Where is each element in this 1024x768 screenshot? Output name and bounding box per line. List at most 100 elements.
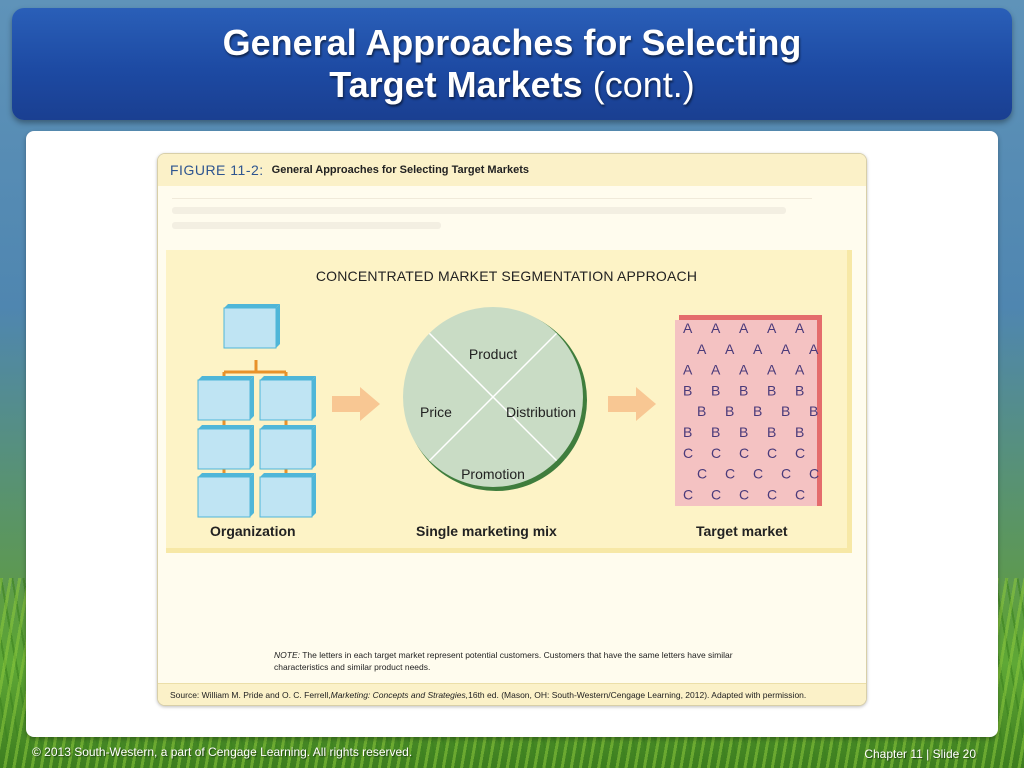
- target-letter: C: [739, 486, 749, 502]
- target-letter: A: [683, 362, 693, 378]
- org-box-side: [250, 376, 254, 420]
- target-letter: A: [711, 362, 721, 378]
- mix-product-label: Product: [469, 346, 517, 362]
- footer-separator: |: [926, 747, 930, 761]
- org-box: [197, 379, 251, 421]
- faded-line: [172, 207, 787, 214]
- target-letter: C: [739, 445, 749, 461]
- target-letter: C: [711, 445, 721, 461]
- org-box: [259, 379, 313, 421]
- org-box-top: [260, 376, 316, 380]
- target-market-label: Target market: [696, 523, 788, 539]
- org-box-side: [250, 473, 254, 517]
- footer-slide-number: Slide 20: [932, 747, 976, 761]
- target-letter: C: [767, 445, 777, 461]
- note-label: NOTE:: [274, 650, 300, 660]
- org-box-top: [224, 304, 280, 308]
- org-box-side: [250, 425, 254, 469]
- target-letter: C: [711, 486, 721, 502]
- target-letter: C: [683, 486, 693, 502]
- title-bar: General Approaches for Selecting Target …: [12, 8, 1012, 120]
- organization-label: Organization: [210, 523, 296, 539]
- target-letter: B: [753, 403, 762, 419]
- target-letter: B: [767, 424, 776, 440]
- circle-divider-2: [428, 332, 558, 462]
- org-box-side: [312, 473, 316, 517]
- target-letter: C: [753, 466, 763, 482]
- target-letter: B: [781, 403, 790, 419]
- figure-source: Source: William M. Pride and O. C. Ferre…: [158, 683, 866, 705]
- target-letter: B: [739, 382, 748, 398]
- org-box: [197, 476, 251, 518]
- panel-title: CONCENTRATED MARKET SEGMENTATION APPROAC…: [315, 268, 698, 284]
- target-letter: A: [795, 362, 805, 378]
- target-letter: A: [739, 320, 749, 336]
- source-suffix: 16th ed. (Mason, OH: South-Western/Cenga…: [468, 689, 807, 700]
- target-letter: A: [767, 362, 777, 378]
- target-letter: B: [739, 424, 748, 440]
- target-letter: C: [767, 486, 777, 502]
- figure-header: FIGURE 11-2: General Approaches for Sele…: [158, 154, 866, 186]
- target-letter: C: [781, 466, 791, 482]
- target-letter: A: [767, 320, 777, 336]
- target-letter: A: [739, 362, 749, 378]
- mix-promotion-label: Promotion: [461, 466, 525, 482]
- target-letter: A: [795, 320, 805, 336]
- figure-note: NOTE: The letters in each target market …: [274, 649, 744, 673]
- source-prefix: Source: William M. Pride and O. C. Ferre…: [170, 689, 331, 700]
- target-letter: A: [683, 320, 693, 336]
- target-letter: A: [725, 341, 735, 357]
- arrow-to-mix-icon: [332, 387, 380, 421]
- target-letter: B: [711, 382, 720, 398]
- org-chart: [197, 304, 316, 518]
- target-letter: B: [809, 403, 818, 419]
- org-box: [259, 476, 313, 518]
- figure-number: FIGURE 11-2:: [170, 162, 264, 178]
- single-mix-label: Single marketing mix: [416, 523, 557, 539]
- org-boxes: [197, 304, 316, 518]
- target-letter: A: [753, 341, 763, 357]
- target-letter: C: [683, 445, 693, 461]
- mix-distribution-label: Distribution: [506, 404, 576, 420]
- org-box-side: [276, 304, 280, 348]
- footer-copyright: © 2013 South-Western, a part of Cengage …: [32, 745, 413, 759]
- faded-line: [172, 222, 441, 229]
- org-box-top: [260, 425, 316, 429]
- target-box-face: [675, 320, 817, 506]
- target-letter: C: [697, 466, 707, 482]
- slide-title-bold: Target Markets: [329, 64, 583, 105]
- org-box-top: [198, 376, 254, 380]
- org-box-side: [312, 425, 316, 469]
- org-box-top: [260, 473, 316, 477]
- target-letter: B: [711, 424, 720, 440]
- org-box-side: [312, 376, 316, 420]
- faded-caption: [172, 198, 812, 236]
- target-letter: C: [725, 466, 735, 482]
- org-box-top: [198, 425, 254, 429]
- org-box: [197, 428, 251, 470]
- diagram-panel: CONCENTRATED MARKET SEGMENTATION APPROAC…: [166, 250, 852, 553]
- target-letter: B: [795, 382, 804, 398]
- org-box: [259, 428, 313, 470]
- target-letter: C: [795, 486, 805, 502]
- marketing-mix-circle: Product Price Distribution Promotion: [403, 307, 587, 491]
- target-letter: B: [767, 382, 776, 398]
- org-box-top: [198, 473, 254, 477]
- target-letter: B: [683, 424, 692, 440]
- footer-chapter: Chapter 11: [864, 747, 923, 761]
- source-title: Marketing: Concepts and Strategies,: [330, 689, 469, 700]
- slide-title-cont: (cont.): [592, 64, 695, 105]
- target-letter: C: [809, 466, 819, 482]
- org-box-top-level: [223, 307, 277, 349]
- target-letter: B: [697, 403, 706, 419]
- target-letter: A: [711, 320, 721, 336]
- slide-title-line2: Target Markets (cont.): [329, 64, 694, 106]
- arrow-to-target-icon: [608, 387, 656, 421]
- target-letter: C: [795, 445, 805, 461]
- note-text: The letters in each target market repres…: [274, 650, 733, 672]
- target-letter: B: [795, 424, 804, 440]
- figure-title: General Approaches for Selecting Target …: [271, 164, 530, 176]
